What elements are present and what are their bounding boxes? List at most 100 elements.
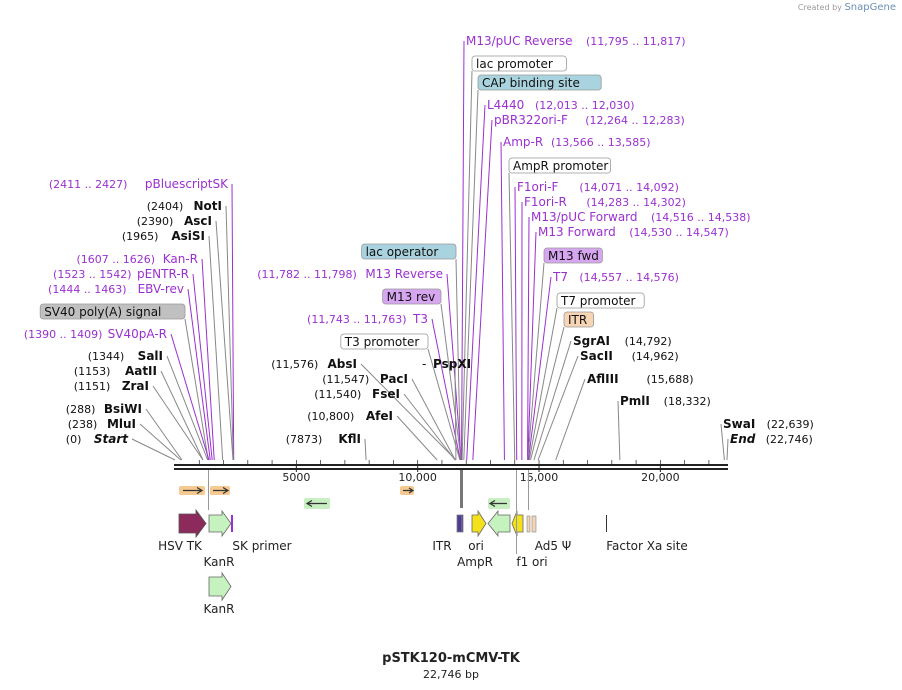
site-ampr-promoter[interactable]: AmpR promoter — [508, 157, 611, 174]
site-asisi[interactable]: AsiSI (1965) — [122, 229, 205, 243]
site-end[interactable]: End(22,746) — [730, 432, 813, 446]
feature-label-kanr-2: KanR — [204, 602, 235, 616]
site-t3-promoter[interactable]: T3 promoter — [340, 333, 429, 350]
leader-line — [411, 378, 456, 461]
label-range: (288) — [66, 403, 96, 416]
leader-line — [396, 415, 438, 461]
site-absi[interactable]: AbsI(11,576) — [271, 357, 357, 371]
leader-line — [440, 303, 462, 461]
leader-line — [215, 220, 234, 461]
label-range: (1151) — [74, 380, 111, 393]
label-range: (7873) — [286, 433, 323, 446]
site-sacii[interactable]: SacII(14,962) — [580, 349, 679, 363]
site-swai[interactable]: SwaI(22,639) — [723, 417, 814, 431]
site-f1ori-f[interactable]: F1ori-F(14,071 .. 14,092) — [517, 180, 679, 194]
site-labels[interactable]: pBluescriptSK(2411 .. 2427) NotI(2404)Asc… — [24, 34, 814, 446]
site-t3[interactable]: T3(11,743 .. 11,763) — [307, 312, 428, 326]
label-range: (1965) — [122, 230, 159, 243]
site-mlui[interactable]: MluI(238) — [68, 417, 136, 431]
leader-line — [527, 276, 552, 461]
site-sv40-poly-a-signal[interactable]: SV40 poly(A) signal — [39, 303, 186, 320]
site-sv40pa-r[interactable]: SV40pA-R(1390 .. 1409) — [24, 327, 167, 341]
site-fsei[interactable]: FseI(11,540) — [314, 387, 400, 401]
label-range: (1444 .. 1463) — [48, 283, 127, 296]
site-bsiwi[interactable]: BsiWI(288) — [66, 402, 142, 416]
site-m13-rev[interactable]: M13 rev — [382, 288, 442, 305]
site-start[interactable]: Start(0) — [66, 432, 129, 446]
label-text: T7 promoter — [560, 294, 636, 308]
site-ebv-rev[interactable]: EBV-rev(1444 .. 1463) — [48, 282, 184, 296]
site-pbluescriptsk[interactable]: pBluescriptSK(2411 .. 2427) — [49, 177, 229, 191]
label-text: End — [730, 432, 756, 446]
label-box — [471, 55, 567, 72]
leader-line — [225, 205, 234, 461]
label-text: F1ori-R — [524, 195, 567, 209]
leader-line — [533, 340, 572, 461]
site-pentr-r[interactable]: pENTR-R(1523 .. 1542) — [53, 267, 189, 281]
leader-line — [463, 89, 479, 461]
site-amp-r[interactable]: Amp-R(13,566 .. 13,585) — [503, 135, 651, 149]
site-m13-puc-reverse[interactable]: M13/pUC Reverse(11,795 .. 11,817) — [466, 34, 686, 48]
site-afei[interactable]: AfeI(10,800) — [307, 409, 393, 423]
label-text: PacI — [380, 372, 408, 386]
site-l4440[interactable]: L4440(12,013 .. 12,030) — [487, 98, 635, 112]
label-range: (11,540) — [314, 388, 361, 401]
leader-line — [514, 186, 518, 461]
label-range: (1523 .. 1542) — [53, 268, 132, 281]
site-m13-reverse[interactable]: M13 Reverse(11,782 .. 11,798) — [257, 267, 443, 281]
leader-line — [527, 216, 530, 461]
label-range: (13,566 .. 13,585) — [551, 136, 651, 149]
site-asci[interactable]: AscI(2390) — [137, 214, 212, 228]
label-text: T3 — [412, 312, 428, 326]
site-t7[interactable]: T7(14,557 .. 14,576) — [552, 270, 679, 284]
leader-line — [555, 378, 586, 461]
label-text: M13/pUC Reverse — [466, 34, 573, 48]
label-range: (14,071 .. 14,092) — [579, 181, 679, 194]
label-text: SV40 poly(A) signal — [44, 305, 161, 319]
site-pbr322ori-f[interactable]: pBR322ori-F(12,264 .. 12,283) — [494, 113, 685, 127]
feature-label-factor-xa-site: Factor Xa site — [606, 539, 688, 553]
site-pspxi[interactable]: PspXI- — [422, 357, 471, 371]
leader-lines — [131, 40, 729, 461]
site-paci[interactable]: PacI(11,547) — [322, 372, 408, 386]
label-range: (0) — [66, 433, 82, 446]
site-lac-operator[interactable]: lac operator — [361, 243, 457, 260]
site-m13-puc-forward[interactable]: M13/pUC Forward(14,516 .. 14,538) — [531, 210, 751, 224]
site-sali[interactable]: SalI(1344) — [88, 349, 163, 363]
label-range: (2404) — [147, 200, 184, 213]
site-zrai[interactable]: ZraI(1151) — [74, 379, 149, 393]
site-itr[interactable]: ITR — [563, 311, 595, 328]
axis-tick-label: 10,000 — [398, 471, 437, 484]
site-kfli[interactable]: KflI (7873) — [286, 432, 361, 446]
label-text: SV40pA-R — [108, 327, 167, 341]
label-text: KflI — [338, 432, 361, 446]
site-aatii[interactable]: AatII(1153) — [74, 364, 157, 378]
site-m13-forward[interactable]: M13 Forward(14,530 .. 14,547) — [538, 225, 729, 239]
leader-line — [184, 318, 209, 461]
site-sgrai[interactable]: SgrAI(14,792) — [573, 334, 672, 348]
site-afliii[interactable]: AflIII(15,688) — [587, 372, 694, 386]
site-kan-r[interactable]: Kan-R(1607 .. 1626) — [76, 252, 198, 266]
site-lac-promoter[interactable]: lac promoter — [471, 55, 567, 72]
backbone-bottom-line — [174, 468, 728, 470]
site-noti[interactable]: NotI(2404) — [147, 199, 222, 213]
label-text: PmlI — [620, 394, 650, 408]
label-text: AbsI — [328, 357, 357, 371]
sequence-backbone — [174, 464, 728, 470]
label-range: (2390) — [137, 215, 174, 228]
leader-line — [461, 70, 473, 461]
label-dash: - — [422, 357, 426, 371]
leader-line — [170, 333, 210, 461]
credit-prefix: Created by — [797, 3, 842, 12]
orf-arrow — [400, 486, 415, 495]
site-pmli[interactable]: PmlI(18,332) — [620, 394, 711, 408]
site-t7-promoter[interactable]: T7 promoter — [556, 292, 645, 309]
label-text: pBluescriptSK — [145, 177, 229, 191]
label-text: pBR322ori-F — [494, 113, 568, 127]
label-text: AsiSI — [171, 229, 205, 243]
leader-line — [131, 438, 176, 461]
site-cap-binding-site[interactable]: CAP binding site — [477, 74, 602, 91]
site-m13-fwd[interactable]: M13 fwd — [543, 247, 603, 264]
leader-line — [145, 408, 183, 461]
site-f1ori-r[interactable]: F1ori-R(14,283 .. 14,302) — [524, 195, 686, 209]
